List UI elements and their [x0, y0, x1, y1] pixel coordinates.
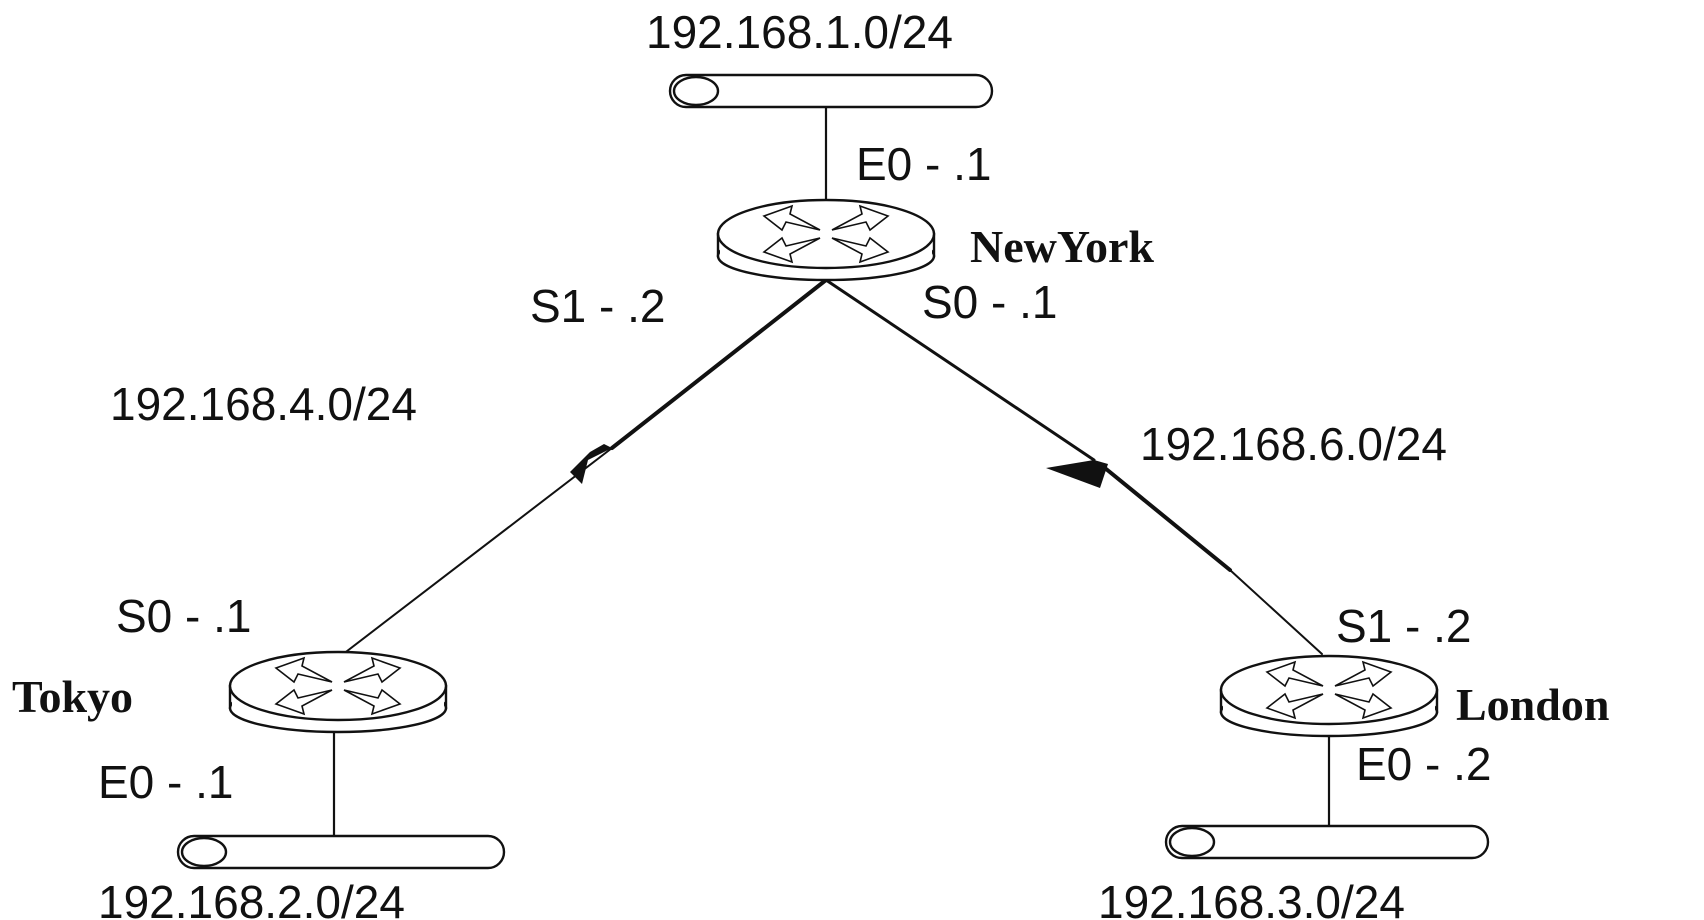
router-name-tokyo: Tokyo [12, 671, 133, 722]
network-label-top: 192.168.1.0/24 [646, 6, 953, 58]
interface-label-london-s1: S1 - .2 [1336, 600, 1472, 652]
router-newyork[interactable] [716, 198, 936, 282]
lan-segment-top [668, 73, 994, 109]
interface-label-newyork-s1: S1 - .2 [530, 280, 666, 332]
router-icon [716, 198, 936, 282]
router-tokyo[interactable] [228, 650, 448, 734]
serial-lightning-icon [570, 444, 612, 484]
serial-lightning-icon [1046, 460, 1108, 488]
serial-link-newyork-london [824, 278, 1323, 655]
interface-label-tokyo-e0: E0 - .1 [98, 756, 234, 808]
router-name-london: London [1456, 679, 1609, 730]
router-icon [228, 650, 448, 734]
serial-link-newyork-tokyo [337, 278, 828, 659]
network-label-bottom-left: 192.168.2.0/24 [98, 876, 405, 920]
interface-label-london-e0: E0 - .2 [1356, 738, 1492, 790]
lan-segment-bottom-right [1164, 824, 1490, 860]
router-icon [1219, 654, 1439, 738]
router-london[interactable] [1219, 654, 1439, 738]
router-name-newyork: NewYork [970, 221, 1154, 272]
network-label-right-serial: 192.168.6.0/24 [1140, 418, 1447, 470]
interface-label-newyork-s0: S0 - .1 [922, 276, 1058, 328]
network-label-bottom-right: 192.168.3.0/24 [1098, 876, 1405, 920]
network-label-left-serial: 192.168.4.0/24 [110, 378, 417, 430]
interface-label-tokyo-s0: S0 - .1 [116, 590, 252, 642]
lan-segment-bottom-left [176, 834, 506, 870]
interface-label-newyork-e0: E0 - .1 [856, 138, 992, 190]
